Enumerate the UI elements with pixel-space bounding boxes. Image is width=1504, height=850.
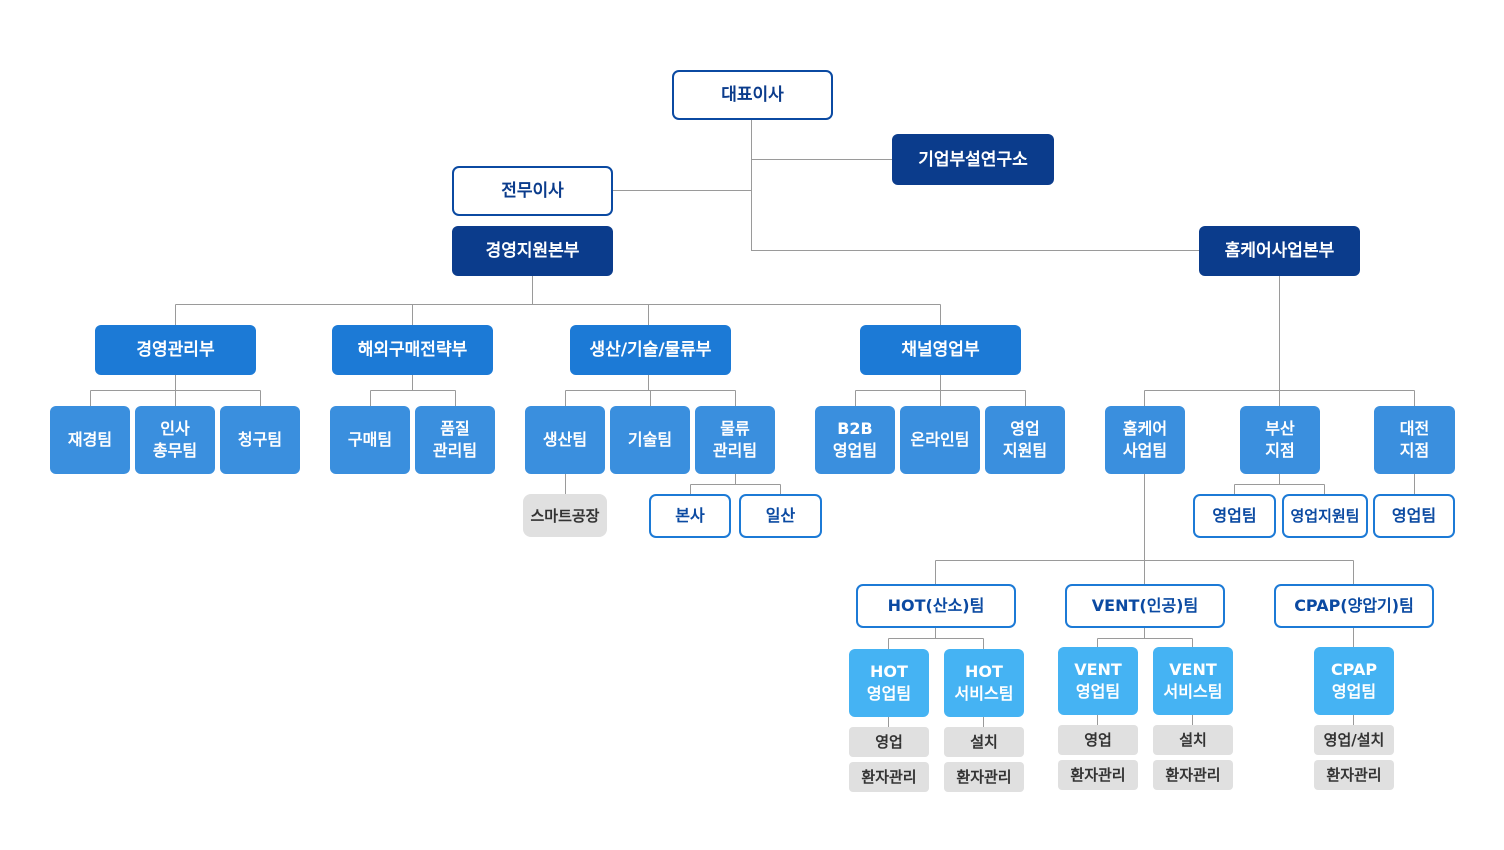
hot-service-box: HOT 서비스팀: [944, 649, 1024, 717]
team-logistics-box: 물류 관리팀: [695, 406, 775, 474]
team-hr-box: 인사 총무팀: [135, 406, 215, 474]
team-cpap-box: CPAP(양압기)팀: [1274, 584, 1434, 628]
dept-overseas-purchasing-box: 해외구매전략부: [332, 325, 493, 375]
team-sales-support-box: 영업 지원팀: [985, 406, 1065, 474]
vent-sales-box: VENT 영업팀: [1058, 647, 1138, 715]
hot-sales-task-1: 영업: [849, 727, 929, 757]
vent-service-box: VENT 서비스팀: [1153, 647, 1233, 715]
branch-busan-box: 부산 지점: [1240, 406, 1320, 474]
team-purchasing-box: 구매팀: [330, 406, 410, 474]
busan-sales-box: 영업팀: [1193, 494, 1276, 538]
team-b2b-box: B2B 영업팀: [815, 406, 895, 474]
team-online-box: 온라인팀: [900, 406, 980, 474]
team-homecare-box: 홈케어 사업팀: [1105, 406, 1185, 474]
team-tech-box: 기술팀: [610, 406, 690, 474]
management-support-hq-box: 경영지원본부: [452, 226, 613, 276]
team-hot-box: HOT(산소)팀: [856, 584, 1016, 628]
cpap-sales-task-1: 영업/설치: [1314, 725, 1394, 755]
dept-production-box: 생산/기술/물류부: [570, 325, 731, 375]
daejeon-sales-box: 영업팀: [1373, 494, 1455, 538]
branch-daejeon-box: 대전 지점: [1374, 406, 1455, 474]
hot-sales-task-2: 환자관리: [849, 762, 929, 792]
busan-sales-support-box: 영업지원팀: [1282, 494, 1368, 538]
team-billing-box: 청구팀: [220, 406, 300, 474]
homecare-hq-box: 홈케어사업본부: [1199, 226, 1360, 276]
cpap-sales-task-2: 환자관리: [1314, 760, 1394, 790]
vent-sales-task-1: 영업: [1058, 725, 1138, 755]
logistics-ilsan-box: 일산: [739, 494, 822, 538]
hot-service-task-1: 설치: [944, 727, 1024, 757]
ceo-box: 대표이사: [672, 70, 833, 120]
team-production-box: 생산팀: [525, 406, 605, 474]
hot-sales-box: HOT 영업팀: [849, 649, 929, 717]
smart-factory-tag: 스마트공장: [523, 494, 607, 537]
hot-service-task-2: 환자관리: [944, 762, 1024, 792]
vent-sales-task-2: 환자관리: [1058, 760, 1138, 790]
team-finance-box: 재경팀: [50, 406, 130, 474]
executive-director-box: 전무이사: [452, 166, 613, 216]
research-lab-box: 기업부설연구소: [892, 134, 1054, 185]
logistics-hq-box: 본사: [649, 494, 731, 538]
vent-service-task-1: 설치: [1153, 725, 1233, 755]
vent-service-task-2: 환자관리: [1153, 760, 1233, 790]
team-vent-box: VENT(인공)팀: [1065, 584, 1225, 628]
team-quality-box: 품질 관리팀: [415, 406, 495, 474]
cpap-sales-box: CPAP 영업팀: [1314, 647, 1394, 715]
dept-management-box: 경영관리부: [95, 325, 256, 375]
dept-channel-sales-box: 채널영업부: [860, 325, 1021, 375]
